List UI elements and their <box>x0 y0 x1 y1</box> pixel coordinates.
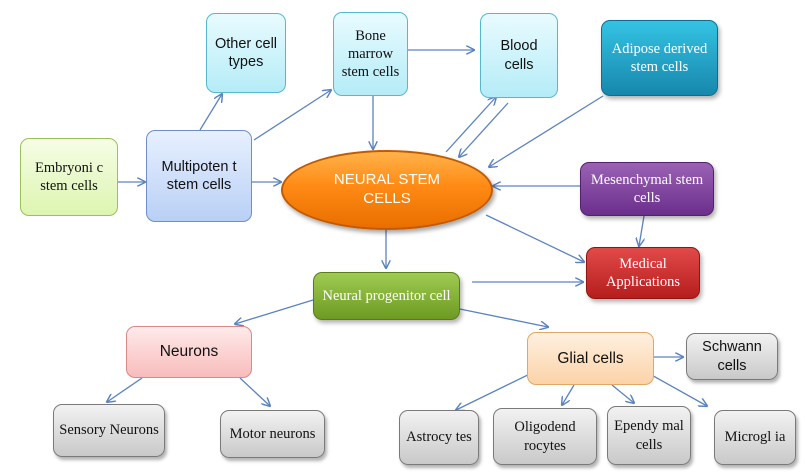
node-oligodendrocytes: Oligodend rocytes <box>493 408 597 465</box>
node-neural-stem-cells: NEURAL STEM CELLS <box>281 150 493 230</box>
node-other-cell-types: Other cell types <box>206 13 286 93</box>
arrow-progenitor-to-neurons <box>235 299 314 324</box>
node-adipose-derived-stem-cells: Adipose derived stem cells <box>601 20 718 96</box>
arrow-neural-stem-to-blood <box>445 97 496 153</box>
arrow-adipose-to-neural-stem <box>489 95 604 167</box>
arrow-neural-stem-to-medical <box>485 214 584 262</box>
node-ependymal-cells: Ependy mal cells <box>607 406 691 465</box>
node-motor-neurons: Motor neurons <box>220 410 325 458</box>
node-multipotent-stem-cells: Multipoten t stem cells <box>146 130 252 222</box>
arrow-multipotent-to-other-types <box>199 94 222 131</box>
node-neural-progenitor-cell: Neural progenitor cell <box>313 272 460 320</box>
arrow-neurons-to-sensory <box>107 377 143 402</box>
node-microglia: Microgl ia <box>714 410 796 465</box>
arrow-glial-to-microglia <box>647 372 707 406</box>
node-astrocytes: Astrocy tes <box>399 410 479 465</box>
arrow-neurons-to-motor <box>239 377 270 406</box>
node-neurons: Neurons <box>126 326 252 378</box>
arrow-glial-to-oligodendrocytes <box>562 384 575 405</box>
arrow-glial-to-ependymal <box>611 384 634 403</box>
node-sensory-neurons: Sensory Neurons <box>53 404 165 457</box>
arrow-multipotent-to-bone-marrow <box>253 90 331 141</box>
arrow-mesenchymal-to-medical <box>639 215 644 246</box>
node-blood-cells: Blood cells <box>480 13 558 98</box>
node-embryonic-stem-cells: Embryoni c stem cells <box>20 138 118 216</box>
node-schwann-cells: Schwann cells <box>686 333 778 380</box>
node-bone-marrow-stem-cells: Bone marrow stem cells <box>333 12 408 96</box>
arrow-blood-to-neural-stem <box>459 102 509 157</box>
node-glial-cells: Glial cells <box>527 332 654 385</box>
node-medical-applications: Medical Applications <box>586 247 700 299</box>
node-mesenchymal-stem-cells: Mesenchymal stem cells <box>580 162 714 216</box>
arrow-progenitor-to-glial <box>454 307 548 327</box>
arrow-glial-to-astrocytes <box>456 368 541 410</box>
